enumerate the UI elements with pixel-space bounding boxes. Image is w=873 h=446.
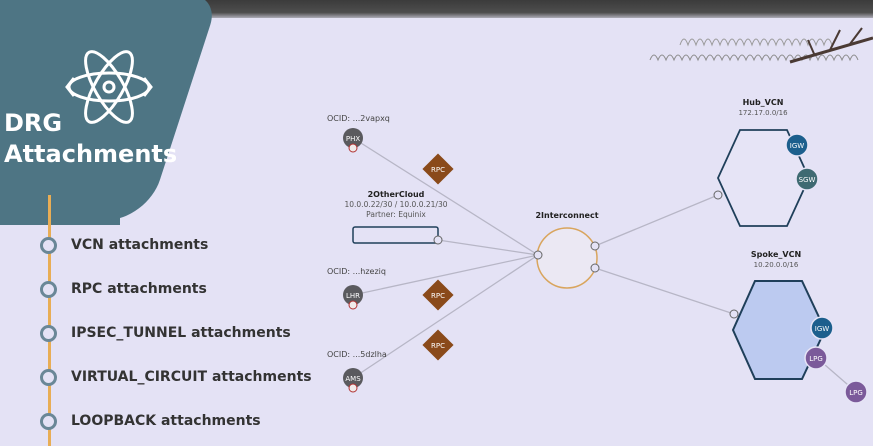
rpc-attachment-2[interactable]: RPC (422, 279, 454, 311)
lpg-icon (844, 380, 868, 404)
hub-vcn-name: Hub_VCN (743, 98, 784, 107)
blocked-icon (348, 383, 358, 393)
connection-lines (352, 137, 856, 392)
timeline-item-rpc[interactable]: RPC attachments (40, 279, 207, 299)
timeline-label: RPC attachments (71, 281, 207, 297)
timeline-item-virtual-circuit[interactable]: VIRTUAL_CIRCUIT attachments (40, 367, 312, 387)
other-cloud-name: 2OtherCloud (368, 190, 425, 199)
hub-vcn-cidr: 172.17.0.0/16 (738, 109, 788, 117)
ocid-label: OCID: ...hzeziq (327, 267, 386, 276)
spoke-vcn-cidr: 10.20.0.0/16 (754, 261, 799, 269)
timeline-bullet-icon (40, 368, 57, 386)
region-circle (343, 368, 363, 388)
region-code: AMS (345, 375, 361, 383)
rpc-diamond-icon (422, 153, 454, 185)
timeline-bullet-icon (40, 236, 57, 254)
region-node-ams[interactable]: AMS (343, 368, 363, 393)
spoke-vcn-name: Spoke_VCN (751, 250, 801, 259)
igw-icon[interactable] (810, 316, 834, 340)
connector-dot (433, 235, 443, 245)
hub-vcn-node[interactable]: IGW SGW (713, 129, 819, 227)
rpc-attachment-3[interactable]: RPC (422, 329, 454, 361)
timeline-bullet-icon (40, 324, 57, 342)
timeline-item-loopback[interactable]: LOOPBACK attachments (40, 411, 261, 431)
region-node-lhr[interactable]: LHR (343, 285, 363, 310)
blocked-icon (348, 143, 358, 153)
sgw-icon[interactable] (795, 167, 819, 191)
other-cloud-ips: 10.0.0.22/30 / 10.0.0.21/30 (344, 200, 447, 209)
decorative-branch-icon (649, 27, 873, 64)
timeline-label: LOOPBACK attachments (71, 413, 261, 429)
virtual-circuit-box[interactable] (352, 226, 439, 244)
gateway-label: LPG (809, 355, 823, 363)
external-lpg-node[interactable]: LPG (844, 380, 868, 404)
spoke-vcn-node[interactable]: IGW LPG (729, 280, 834, 380)
region-circle (343, 128, 363, 148)
connector-dot (590, 263, 600, 273)
timeline-line (48, 195, 51, 446)
ocid-label: OCID: ...5dzlha (327, 350, 387, 359)
connector-dot (590, 241, 600, 251)
rpc-label: RPC (431, 292, 445, 300)
timeline-item-ipsec[interactable]: IPSEC_TUNNEL attachments (40, 323, 291, 343)
rpc-diamond-icon (422, 329, 454, 361)
drg-node[interactable] (533, 227, 600, 289)
hub-vcn-hexagon (717, 129, 810, 227)
gateway-label: IGW (815, 325, 829, 333)
ocid-label: OCID: ...2vapxq (327, 114, 390, 123)
region-node-phx[interactable]: PHX (343, 128, 363, 153)
gateway-label: SGW (799, 176, 816, 184)
rpc-label: RPC (431, 166, 445, 174)
igw-icon[interactable] (785, 133, 809, 157)
timeline-label: VIRTUAL_CIRCUIT attachments (71, 369, 312, 385)
connector-dot (533, 250, 543, 260)
region-circle (343, 285, 363, 305)
timeline-label: IPSEC_TUNNEL attachments (71, 325, 291, 341)
timeline-label: VCN attachments (71, 237, 209, 253)
timeline-bullet-icon (40, 280, 57, 298)
page-title: DRG Attachments (4, 108, 177, 170)
other-cloud-partner: Partner: Equinix (366, 210, 426, 219)
lpg-icon[interactable] (804, 346, 828, 370)
rpc-diamond-icon (422, 279, 454, 311)
gateway-label: LPG (849, 389, 863, 397)
drg-name: 2Interconnect (535, 211, 598, 220)
title-line-2: Attachments (4, 140, 178, 168)
connector-dot (729, 309, 739, 319)
blocked-icon (348, 300, 358, 310)
spoke-vcn-hexagon (731, 280, 827, 380)
region-code: PHX (346, 135, 360, 143)
timeline-item-vcn[interactable]: VCN attachments (40, 235, 208, 255)
timeline-bullet-icon (40, 412, 57, 430)
connector-dot (713, 190, 723, 200)
region-code: LHR (346, 292, 360, 300)
title-line-1: DRG (4, 109, 63, 137)
rpc-attachment-1[interactable]: RPC (422, 153, 454, 185)
atom-icon (65, 50, 153, 124)
gateway-label: IGW (790, 142, 804, 150)
rpc-label: RPC (431, 342, 445, 350)
drg-ring (536, 227, 598, 289)
